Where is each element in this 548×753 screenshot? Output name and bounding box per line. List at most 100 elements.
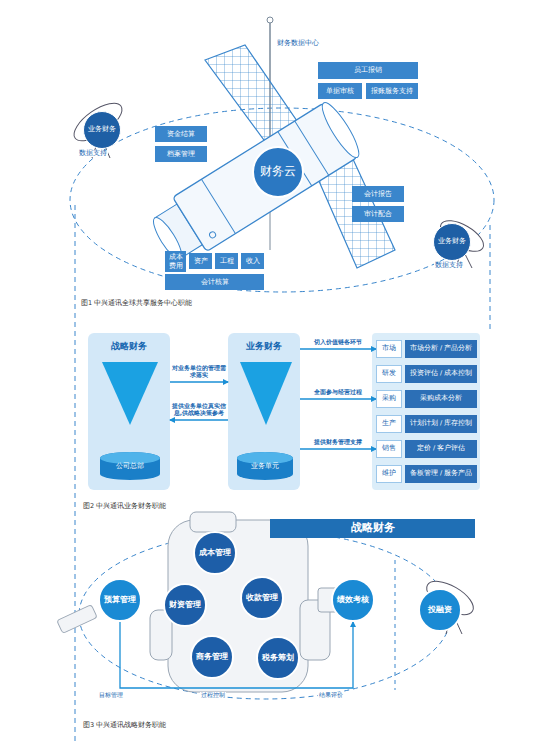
cylinder: 公司总部 xyxy=(100,452,160,480)
node-text: 业务财务 xyxy=(88,126,116,133)
node-text: 工程 xyxy=(220,257,234,265)
node-text: 生产 xyxy=(382,420,396,427)
node-text: 市场分析 / 产品分析 xyxy=(410,345,472,352)
node-text: 单据审核 xyxy=(326,87,354,95)
row-box: 采购成本分析 xyxy=(405,390,477,408)
row-label: 销售 xyxy=(376,440,402,458)
node-text: 财资管理 xyxy=(169,600,201,609)
node-text: 成本费用 xyxy=(168,253,183,269)
dish-circle: 业务财务 xyxy=(433,223,471,261)
node-text: 投资评估 / 成本控制 xyxy=(410,370,472,377)
title-band: 战略财务 xyxy=(270,519,475,538)
node-text: 销售 xyxy=(382,445,396,452)
node-text: 员工报销 xyxy=(354,66,382,74)
node-text: 绩效考核 xyxy=(337,595,369,604)
note-label: 财务数据中心 xyxy=(276,40,320,47)
node-text: 审计配合 xyxy=(364,210,392,218)
note-label: 过程控制 xyxy=(200,692,226,699)
edge-label: 提供业务单位真实信息,供战略决策参考 xyxy=(172,403,226,417)
function-circle: 财资管理 xyxy=(163,583,207,627)
figure-caption: 图1 中兴通讯全球共享服务中心职能 xyxy=(80,300,193,307)
dish-circle: 业务财务 xyxy=(83,111,121,149)
node-text: 税务筹划 xyxy=(262,653,294,662)
function-box: 员工报销 xyxy=(318,62,418,79)
row-label: 采购 xyxy=(376,390,402,408)
node-text: 计划计划 / 库存控制 xyxy=(410,420,472,427)
node-text: 战略财务 xyxy=(351,522,395,535)
function-box: 档案管理 xyxy=(155,146,207,162)
cloud-circle: 财务云 xyxy=(252,146,304,198)
row-box: 计划计划 / 库存控制 xyxy=(405,415,477,433)
note-label: 目标管理 xyxy=(98,692,124,699)
node-text: 资金结算 xyxy=(167,130,195,138)
function-box: 会计核算 xyxy=(165,274,264,290)
node-text: 收款管理 xyxy=(246,593,278,602)
function-box: 资产 xyxy=(189,253,212,269)
edge-label: 切入价值链各环节 xyxy=(302,339,374,346)
function-box: 会计报告 xyxy=(352,186,404,202)
flow-arrow xyxy=(120,622,353,688)
function-box: 报账服务支持 xyxy=(366,83,418,99)
node-text: 预算管理 xyxy=(104,595,136,604)
row-label: 维护 xyxy=(376,465,402,483)
node-text: 商务管理 xyxy=(196,652,228,661)
node-text: 业务财务 xyxy=(246,341,282,351)
node-text: 业务单元 xyxy=(251,462,279,470)
note-label: 结果评价 xyxy=(318,692,344,699)
function-circle: 税务筹划 xyxy=(256,636,300,680)
note-label: 数据支持 xyxy=(78,150,108,157)
function-circle: 成本管理 xyxy=(193,531,237,575)
row-box: 市场分析 / 产品分析 xyxy=(405,340,477,358)
row-label: 市场 xyxy=(376,340,402,358)
row-box: 备板管理 / 服务产品 xyxy=(405,465,477,483)
row-box: 投资评估 / 成本控制 xyxy=(405,365,477,383)
edge-label: 提供财务管理支撑 xyxy=(302,439,374,446)
node-text: 定价 / 客户评估 xyxy=(417,445,465,452)
node-text: 市场 xyxy=(382,345,396,352)
node-text: 档案管理 xyxy=(167,150,195,158)
node-text: 采购成本分析 xyxy=(420,395,462,402)
flow-arrow xyxy=(170,381,228,382)
function-box: 工程 xyxy=(215,253,238,269)
function-box: 收入 xyxy=(241,253,264,269)
note-label: 数据支持 xyxy=(434,262,464,269)
node-text: 财务云 xyxy=(260,165,296,179)
row-label: 研发 xyxy=(376,365,402,383)
node-text: 会计核算 xyxy=(201,278,229,286)
flow-arrow xyxy=(170,419,228,420)
function-circle: 投融资 xyxy=(418,588,462,632)
node-text: 研发 xyxy=(382,370,396,377)
function-box: 审计配合 xyxy=(352,206,404,222)
row-label: 生产 xyxy=(376,415,402,433)
figure-caption: 图2 中兴通讯业务财务职能 xyxy=(82,503,167,510)
function-circle: 绩效考核 xyxy=(331,578,375,622)
node-text: 成本管理 xyxy=(199,548,231,557)
node-text: 战略财务 xyxy=(111,341,147,351)
function-circle: 收款管理 xyxy=(240,576,284,620)
edge-label: 全面参与经营过程 xyxy=(302,389,374,396)
flow-arrow xyxy=(300,448,376,449)
function-box: 资金结算 xyxy=(155,126,207,142)
node-text: 公司总部 xyxy=(116,462,144,470)
node-text: 采购 xyxy=(382,395,396,402)
flow-arrow xyxy=(300,398,376,399)
node-text: 维护 xyxy=(382,470,396,477)
role-panel: 业务财务业务单元 xyxy=(228,334,300,490)
node-text: 收入 xyxy=(246,257,260,265)
node-text: 备板管理 / 服务产品 xyxy=(410,470,472,477)
function-box: 成本费用 xyxy=(165,251,186,272)
cylinder: 业务单元 xyxy=(237,452,293,480)
function-box: 单据审核 xyxy=(318,83,362,99)
flow-arrow xyxy=(300,348,376,349)
node-text: 会计报告 xyxy=(364,190,392,198)
node-text: 资产 xyxy=(194,257,208,265)
row-box: 定价 / 客户评估 xyxy=(405,440,477,458)
edge-label: 对业务单位的管理需求落实 xyxy=(172,365,226,379)
function-circle: 商务管理 xyxy=(190,635,234,679)
node-text: 报账服务支持 xyxy=(371,87,413,95)
figure-caption: 图3 中兴通讯战略财务职能 xyxy=(82,722,167,729)
node-text: 业务财务 xyxy=(438,238,466,245)
node-text: 投融资 xyxy=(428,605,452,614)
role-panel: 战略财务公司总部 xyxy=(88,334,170,490)
